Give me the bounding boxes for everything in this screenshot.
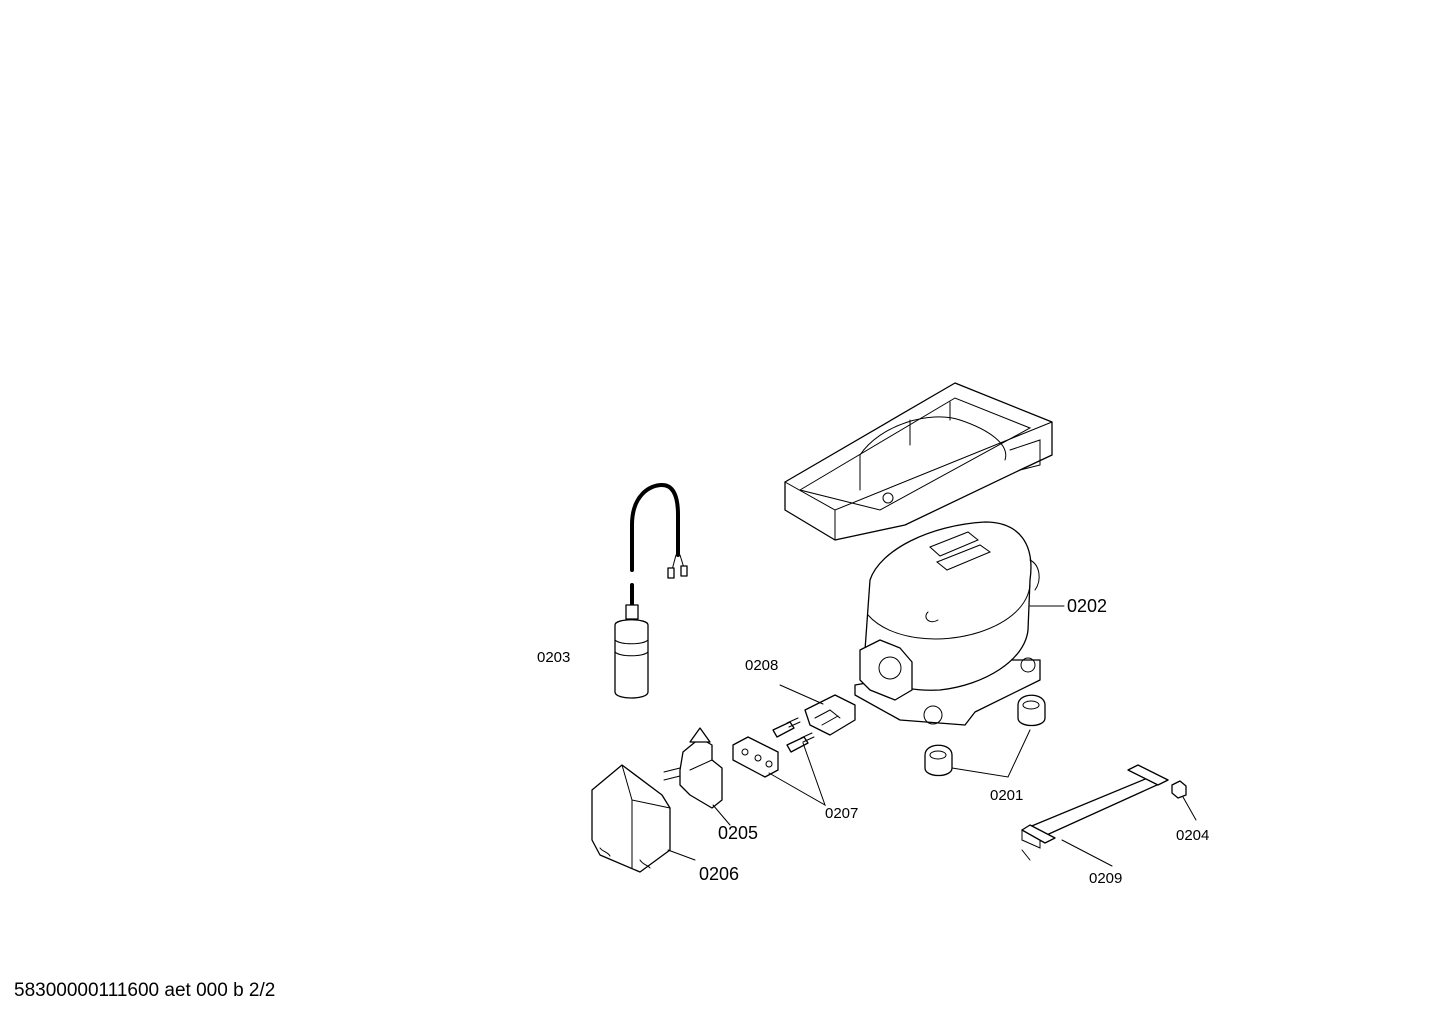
part-label-0203: 0203 <box>537 649 571 666</box>
relay <box>663 727 723 809</box>
capacitor <box>614 482 688 699</box>
part-label-0204: 0204 <box>1176 827 1210 844</box>
bracket <box>804 694 856 736</box>
part-label-0209: 0209 <box>1089 870 1123 887</box>
document-id-footer: 58300000111600 aet 000 b 2/2 <box>14 980 276 1001</box>
relay-cover <box>591 764 671 873</box>
part-label-0206: 0206 <box>699 864 740 884</box>
terminal-block <box>732 717 815 778</box>
part-label-0202: 0202 <box>1067 596 1108 616</box>
part-label-0201: 0201 <box>990 787 1024 804</box>
part-label-0205: 0205 <box>718 823 759 843</box>
grommets <box>924 694 1046 777</box>
mounting-rail <box>1021 764 1169 861</box>
part-label-0208: 0208 <box>745 657 779 674</box>
part-label-0207: 0207 <box>825 805 859 822</box>
compressor <box>854 521 1041 726</box>
leader-lines <box>667 605 1197 867</box>
clip <box>1171 780 1187 799</box>
drip-tray <box>784 382 1053 541</box>
